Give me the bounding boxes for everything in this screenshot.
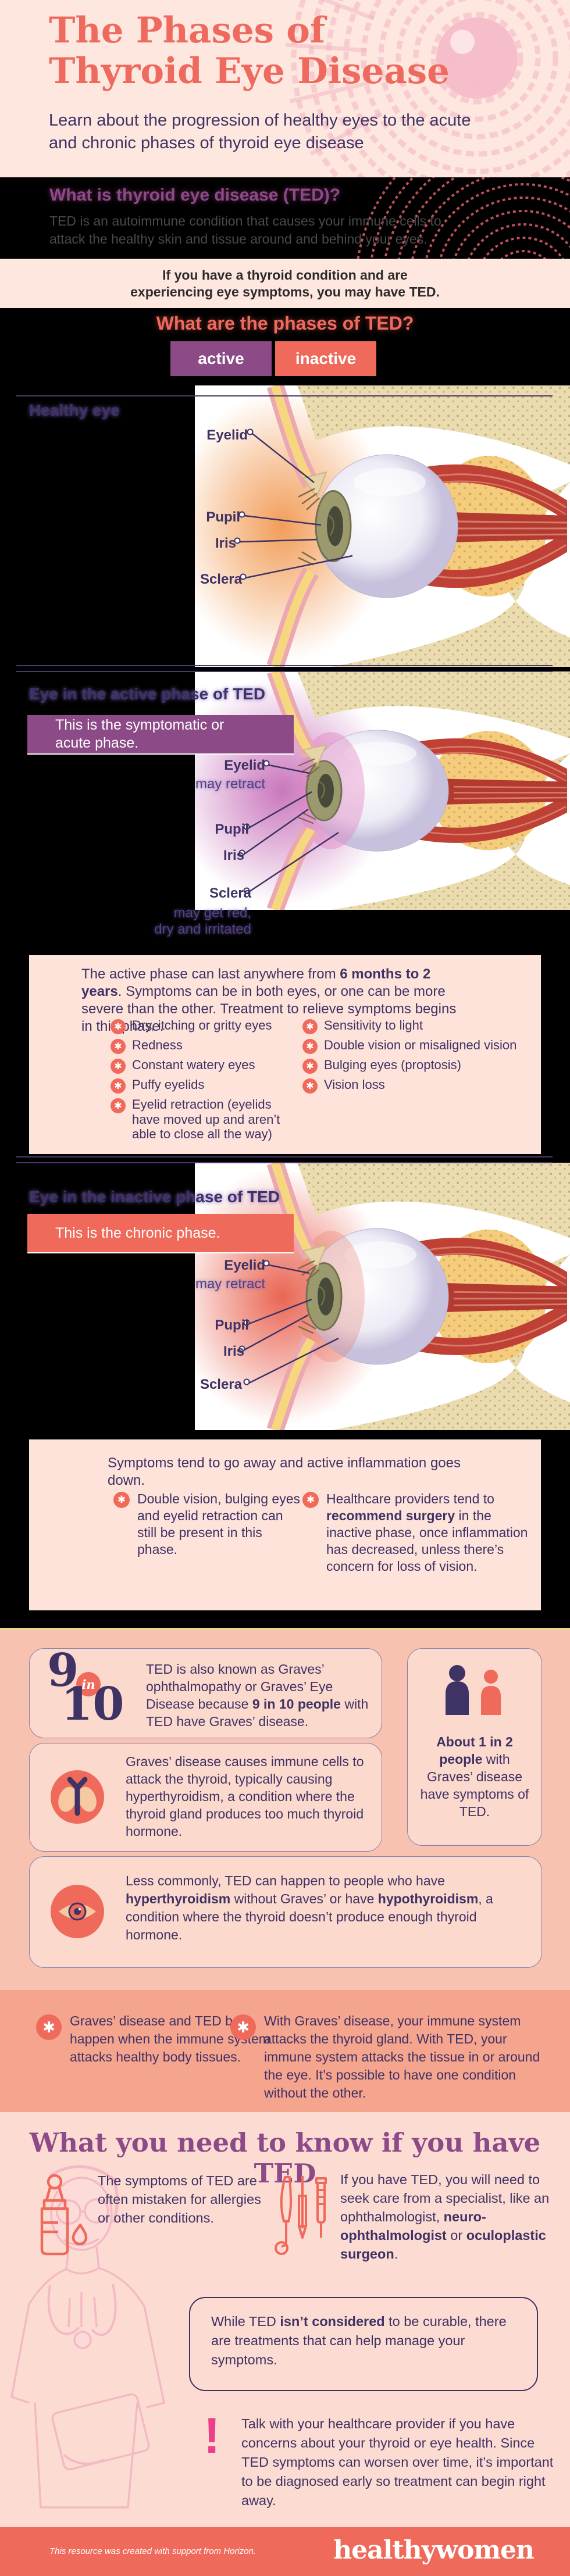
one-in-two-text: About 1 in 2 people with Graves’ disease… [420,1734,529,1819]
need-to-know-section: What you need to know if you have TED Th… [0,2112,570,2527]
asterisk-bullet-icon: ✱ [302,1059,318,1074]
asterisk-bullet-icon: ✱ [111,1078,126,1094]
divider-line [16,395,553,396]
provider-warning-text: Talk with your healthcare provider if yo… [241,2416,554,2508]
list-item: ✱ Healthcare providers tend to recommend… [302,1491,529,1575]
healthy-eye-illustration [195,385,570,667]
list-item: ✱Sensitivity to light [302,1018,523,1034]
graves-disease-card: Graves’ disease causes immune cells to a… [29,1743,382,1852]
what-is-ted-section: What is thyroid eye disease (TED)? TED i… [0,177,570,259]
inactive-phase-heading: Eye in the inactive phase of TED [29,1188,280,1206]
curable-note-text: While TED isn’t considered to be curable… [211,2314,507,2367]
list-item: ✱Vision loss [302,1077,523,1094]
label-sclera-note: may get red, dry and irritated [154,905,251,937]
label-eyelid: Eyelid [206,427,248,443]
asterisk-bullet-icon: ✱ [111,1019,126,1034]
label-eyelid: Eyelid [224,1257,265,1273]
eyedropper-icon [36,2174,91,2261]
list-item: ✱Double vision or misaligned vision [302,1038,523,1054]
what-is-ted-heading: What is thyroid eye disease (TED)? [49,185,341,205]
asterisk-bullet-icon: ✱ [113,1492,130,1508]
asterisk-bullet-icon: ✱ [302,1078,318,1094]
list-item: ✱Puffy eyelids [111,1077,297,1094]
phase-toggle: active inactive [170,341,376,376]
label-sclera: Sclera [200,571,242,587]
label-pupil: Pupil [215,821,249,837]
asterisk-bullet-icon: ✱ [36,2014,62,2040]
divider-double-line [16,1156,553,1163]
thyroid-icon [51,1770,104,1824]
healthywomen-logo: healthywomen [333,2535,535,2565]
curable-note-box: While TED isn’t considered to be curable… [189,2297,538,2391]
less-commonly-text: Less commonly, TED can happen to people … [126,1873,493,1942]
symptom-list-left: ✱Dry, itching or gritty eyes ✱Redness ✱Con… [111,1018,297,1145]
facts-section: 9 in 10 TED is also known as Graves’ oph… [0,1628,570,2112]
need-to-know-col2: If you have TED, you will need to seek c… [340,2172,550,2261]
eye-icon [51,1885,104,1938]
list-item: ✱Eyelid retraction (eyelids have moved u… [111,1097,297,1142]
healthy-eye-heading: Healthy eye [29,401,120,419]
inactive-phase-button[interactable]: inactive [275,341,376,376]
phases-section: What are the phases of TED? active inact… [0,308,570,1628]
label-sclera: Sclera [200,1377,242,1392]
need-to-know-heading: What you need to know if you have TED [29,2127,541,2189]
inactive-phase-banner: This is the chronic phase. [27,1214,294,1253]
nine-in-ten-card: 9 in 10 TED is also known as Graves’ oph… [29,1644,382,1738]
surgical-tools-icon [272,2173,333,2266]
label-iris: Iris [223,848,244,863]
list-item: ✱Constant watery eyes [111,1057,297,1074]
inactive-card-intro: Symptoms tend to go away and active infl… [108,1455,461,1488]
list-item: ✱Dry, itching or gritty eyes [111,1018,297,1034]
people-icons [440,1664,510,1719]
label-eyelid-note: may retract [195,776,265,792]
label-eyelid: Eyelid [224,758,265,773]
exclamation-icon: ! [204,2408,220,2464]
divider-double-line [16,665,553,672]
active-phase-banner: This is the symptomatic or acute phase. [27,715,294,755]
symptom-list-right: ✱Sensitivity to light ✱Double vision or m… [302,1018,523,1097]
nine-in-ten-text: TED is also known as Graves’ ophthalmopa… [146,1662,369,1729]
asterisk-bullet-icon: ✱ [111,1098,126,1113]
inactive-phase-card: Symptoms tend to go away and active infl… [29,1439,541,1610]
band-bullet-right: With Graves’ disease, your immune system… [264,2013,540,2100]
asterisk-bullet-icon: ✱ [111,1039,126,1054]
label-pupil: Pupil [215,1317,249,1333]
active-card-intro: The active phase can last anywhere from … [81,966,457,1034]
less-commonly-card: Less commonly, TED can happen to people … [29,1856,542,1968]
need-to-know-col1: The symptoms of TED are often mistaken f… [98,2173,261,2225]
asterisk-bullet-icon: ✱ [302,1019,318,1034]
comparison-band: ✱ Graves’ disease and TED both happen wh… [0,1990,570,2112]
active-phase-card: The active phase can last anywhere from … [29,955,541,1154]
nine-in-ten-graphic: 9 in 10 [47,1644,124,1731]
label-eyelid-note: may retract [195,1276,265,1292]
footer: This resource was created with support f… [0,2527,570,2576]
asterisk-bullet-icon: ✱ [230,2014,256,2040]
footer-credit: This resource was created with support f… [49,2546,256,2556]
list-item: ✱Bulging eyes (proptosis) [302,1057,523,1074]
phases-heading: What are the phases of TED? [156,313,414,334]
what-is-ted-body: TED is an autoimmune condition that caus… [49,213,441,246]
graves-disease-text: Graves’ disease causes immune cells to a… [126,1754,364,1839]
label-sclera: Sclera [209,885,251,901]
page-subtitle: Learn about the progression of healthy e… [49,111,471,152]
list-item: ✱Redness [111,1038,297,1054]
label-iris: Iris [215,535,236,551]
asterisk-bullet-icon: ✱ [302,1492,319,1508]
label-pupil: Pupil [206,509,240,525]
label-iris: Iris [223,1344,244,1359]
asterisk-bullet-icon: ✱ [111,1059,126,1074]
active-phase-button[interactable]: active [170,341,272,376]
list-item: ✱ Double vision, bulging eyes and eyelid… [113,1491,305,1558]
active-phase-heading: Eye in the active phase of TED [29,685,266,703]
one-in-two-card: About 1 in 2 people with Graves’ disease… [407,1648,542,1846]
asterisk-bullet-icon: ✱ [302,1039,318,1054]
